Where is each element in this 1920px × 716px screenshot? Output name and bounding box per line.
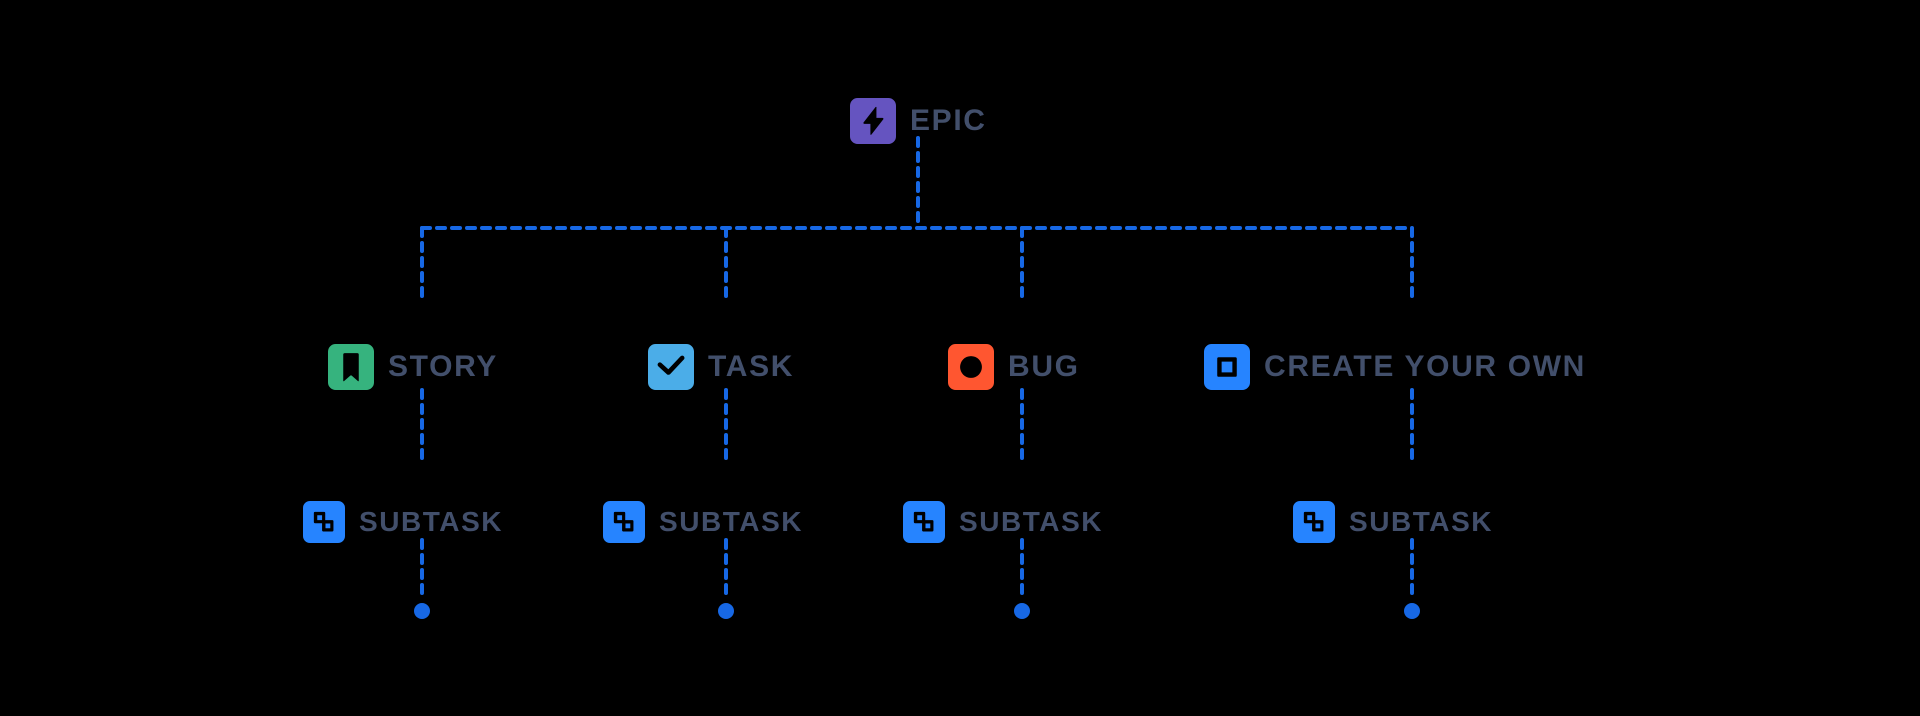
node-subtask-task[interactable]: SUBTASK bbox=[603, 501, 803, 543]
end-dot-create-your-own bbox=[1404, 603, 1420, 619]
node-epic[interactable]: EPIC bbox=[850, 98, 987, 144]
create-your-own-square-icon bbox=[1204, 344, 1250, 390]
node-epic-label: EPIC bbox=[910, 104, 987, 137]
node-create-your-own-label: CREATE YOUR OWN bbox=[1264, 350, 1586, 383]
node-story-label: STORY bbox=[388, 350, 498, 383]
node-story[interactable]: STORY bbox=[328, 344, 498, 390]
node-subtask-label: SUBTASK bbox=[1349, 506, 1494, 537]
node-bug[interactable]: BUG bbox=[948, 344, 1080, 390]
end-dot-task bbox=[718, 603, 734, 619]
subtask-squares-icon bbox=[603, 501, 645, 543]
subtask-squares-icon bbox=[1293, 501, 1335, 543]
epic-lightning-icon bbox=[850, 98, 896, 144]
node-subtask-label: SUBTASK bbox=[659, 506, 804, 537]
node-subtask-story[interactable]: SUBTASK bbox=[303, 501, 503, 543]
node-subtask-create-your-own[interactable]: SUBTASK bbox=[1293, 501, 1493, 543]
end-dot-bug bbox=[1014, 603, 1030, 619]
node-task-label: TASK bbox=[708, 350, 795, 383]
node-subtask-label: SUBTASK bbox=[959, 506, 1104, 537]
node-task[interactable]: TASK bbox=[648, 344, 794, 390]
end-dot-story bbox=[414, 603, 430, 619]
node-bug-label: BUG bbox=[1008, 350, 1080, 383]
node-subtask-bug[interactable]: SUBTASK bbox=[903, 501, 1103, 543]
story-bookmark-icon bbox=[328, 344, 374, 390]
bug-circle-icon bbox=[948, 344, 994, 390]
subtask-squares-icon bbox=[903, 501, 945, 543]
node-create-your-own[interactable]: CREATE YOUR OWN bbox=[1204, 344, 1586, 390]
task-check-icon bbox=[648, 344, 694, 390]
node-subtask-label: SUBTASK bbox=[359, 506, 504, 537]
subtask-squares-icon bbox=[303, 501, 345, 543]
